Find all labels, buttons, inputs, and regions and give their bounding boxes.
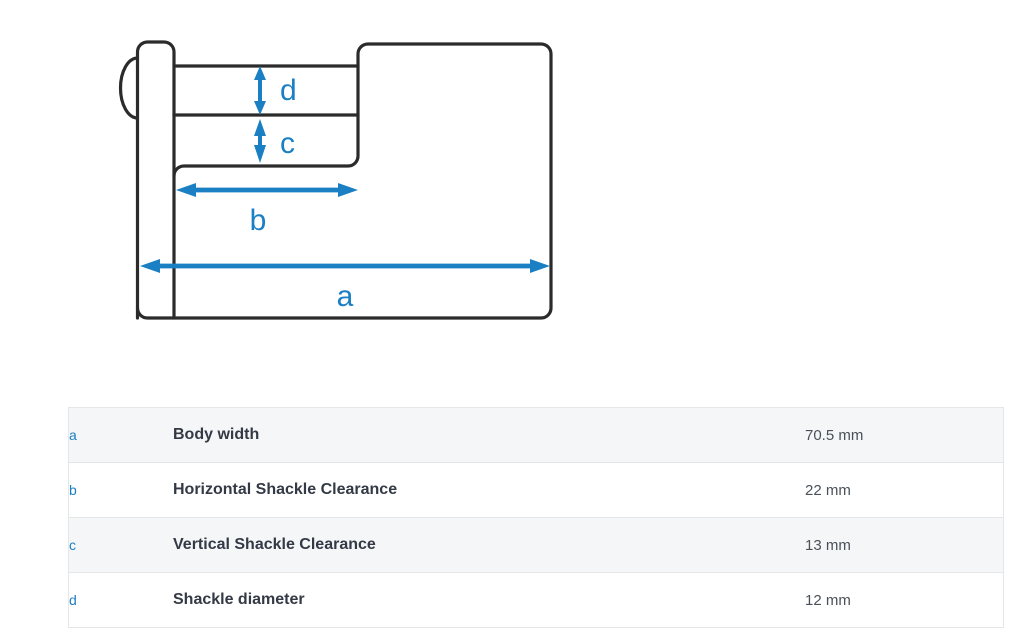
spec-table-body: a Body width 70.5 mm b Horizontal Shackl… bbox=[68, 407, 1004, 628]
row-key: a bbox=[68, 407, 173, 463]
dimension-label-b: b bbox=[250, 204, 267, 237]
row-name: Horizontal Shackle Clearance bbox=[173, 462, 805, 518]
shackle-vertical-bar bbox=[135, 40, 176, 320]
padlock-outline bbox=[118, 40, 553, 320]
row-value: 70.5 mm bbox=[805, 407, 1004, 463]
table-row: c Vertical Shackle Clearance 13 mm bbox=[68, 517, 1004, 573]
dimension-annotations: d c b a bbox=[140, 66, 550, 313]
dimension-arrow-c bbox=[254, 119, 266, 163]
table-row: d Shackle diameter 12 mm bbox=[68, 572, 1004, 628]
dimension-label-c: c bbox=[280, 127, 295, 160]
padlock-diagram-panel: d c b a bbox=[118, 40, 553, 320]
dimension-arrow-d bbox=[254, 66, 266, 115]
dimension-spec-table: a Body width 70.5 mm b Horizontal Shackl… bbox=[68, 407, 1004, 628]
dimension-arrow-a bbox=[140, 259, 550, 273]
row-value: 13 mm bbox=[805, 517, 1004, 573]
dimension-label-d: d bbox=[280, 74, 297, 107]
shackle-keyway-bump bbox=[118, 56, 140, 120]
lock-body bbox=[135, 42, 553, 320]
row-name: Shackle diameter bbox=[173, 591, 305, 608]
row-name: Vertical Shackle Clearance bbox=[173, 517, 805, 573]
row-key: d bbox=[69, 592, 77, 608]
row-value: 22 mm bbox=[805, 462, 1004, 518]
row-key: c bbox=[68, 517, 173, 573]
row-value: 12 mm bbox=[805, 591, 851, 609]
row-name: Body width bbox=[173, 407, 805, 463]
row-key: b bbox=[68, 462, 173, 518]
table-row: a Body width 70.5 mm bbox=[68, 407, 1004, 463]
padlock-dimension-drawing: d c b a bbox=[118, 40, 553, 320]
table-row: b Horizontal Shackle Clearance 22 mm bbox=[68, 462, 1004, 518]
dimension-label-a: a bbox=[337, 280, 354, 313]
dimension-arrow-b bbox=[176, 183, 358, 197]
